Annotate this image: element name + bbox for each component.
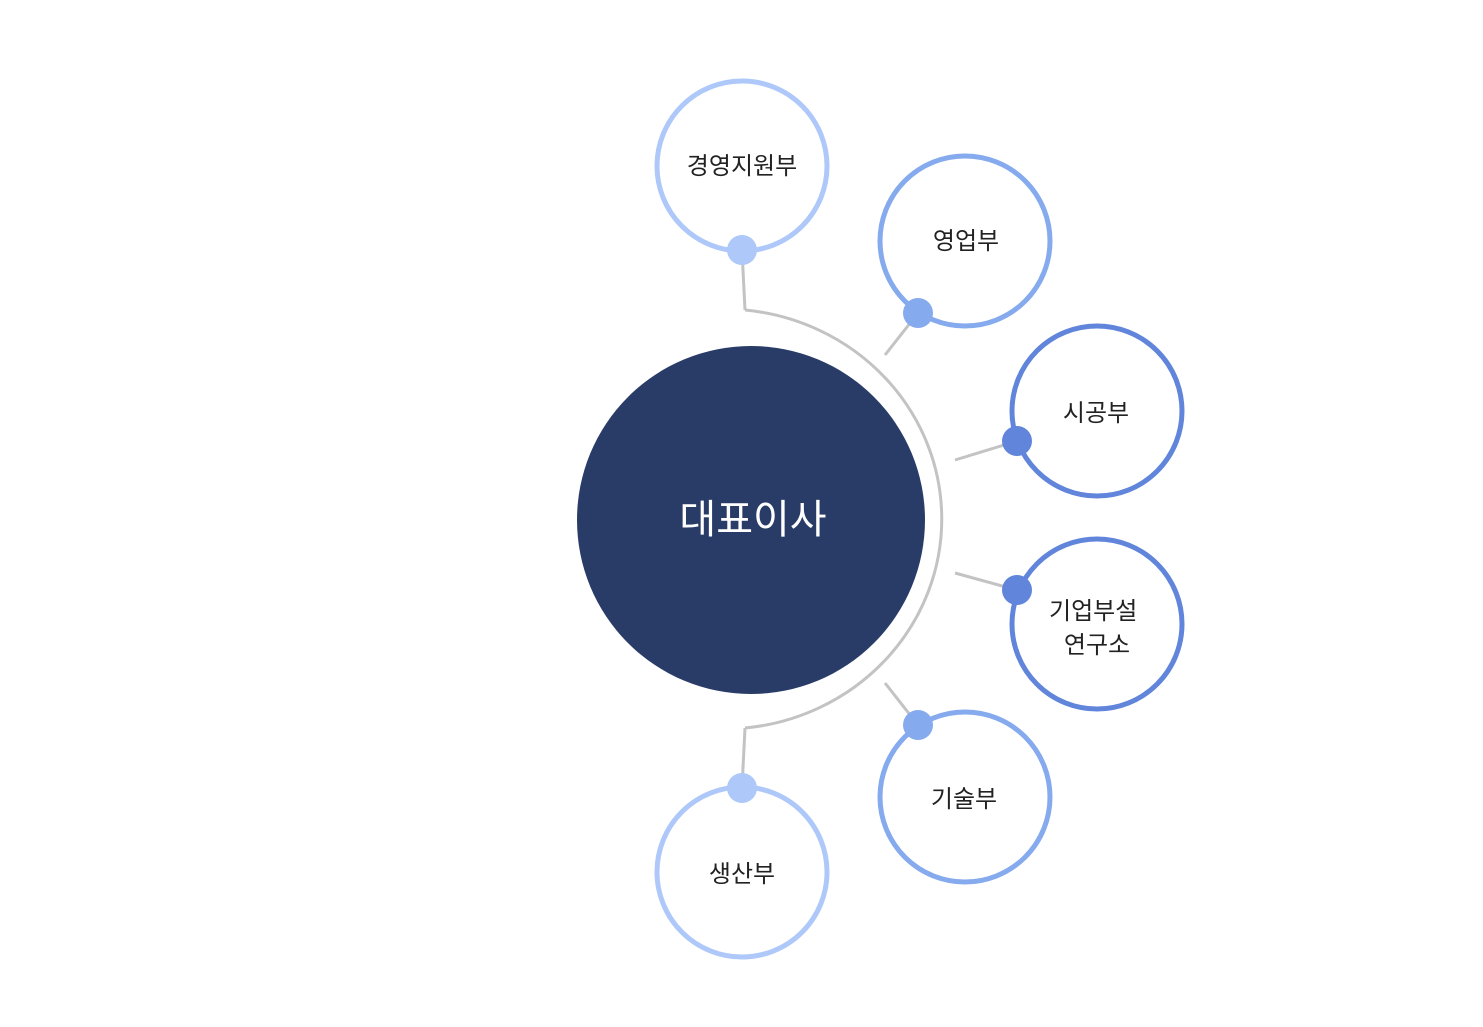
department-node-3: 기업부설 연구소 bbox=[1002, 536, 1185, 712]
connector-arc bbox=[744, 308, 944, 730]
department-circle bbox=[1009, 323, 1185, 499]
department-label: 기술부 bbox=[931, 785, 997, 813]
connector-dot bbox=[1002, 575, 1032, 605]
department-circle bbox=[877, 709, 1053, 885]
department-node-5: 생산부 bbox=[654, 773, 830, 960]
department-label-line: 영업부 bbox=[933, 227, 999, 255]
department-label-line: 생산부 bbox=[709, 860, 775, 888]
department-label-line: 연구소 bbox=[1064, 631, 1130, 659]
department-label-line: 기술부 bbox=[931, 785, 997, 813]
department-node-2: 시공부 bbox=[1002, 323, 1185, 499]
department-node-0: 경영지원부 bbox=[654, 78, 830, 265]
connector-spokes bbox=[740, 249, 1018, 789]
department-node-4: 기술부 bbox=[877, 709, 1053, 885]
department-label: 시공부 bbox=[1063, 399, 1129, 427]
department-label-line: 시공부 bbox=[1063, 399, 1129, 427]
department-label: 영업부 bbox=[933, 227, 999, 255]
department-circle bbox=[877, 153, 1053, 329]
connector-dot bbox=[727, 773, 757, 803]
center-label: 대표이사 bbox=[679, 497, 826, 543]
department-label: 경영지원부 bbox=[687, 152, 797, 180]
department-label-line: 기업부설 bbox=[1049, 597, 1137, 625]
connector-dot bbox=[1002, 426, 1032, 456]
department-label-line: 경영지원부 bbox=[687, 152, 797, 180]
department-node-1: 영업부 bbox=[877, 153, 1053, 329]
connector-dot bbox=[903, 710, 933, 740]
connector-dot bbox=[903, 298, 933, 328]
center-node bbox=[577, 346, 925, 694]
connector-dot bbox=[727, 235, 757, 265]
department-label: 기업부설 연구소 bbox=[1049, 597, 1145, 659]
department-circle bbox=[1009, 536, 1185, 712]
department-label: 생산부 bbox=[709, 860, 775, 888]
